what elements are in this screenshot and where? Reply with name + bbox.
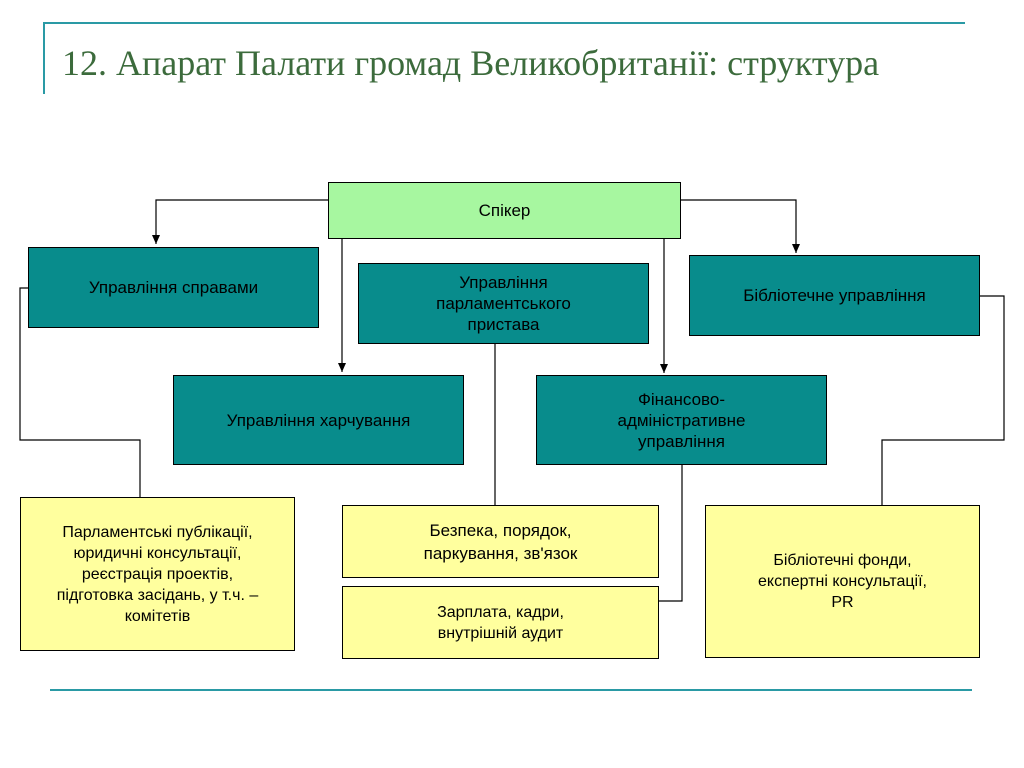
serjeant-at-arms-box: Управління парламентського пристава [358,263,649,344]
title-top-accent [43,22,965,24]
finance-admin-label: Фінансово- адміністративне управління [617,389,746,451]
publications-box: Парламентські публікації, юридичні консу… [20,497,295,651]
speaker-box: Спікер [328,182,681,239]
library-label: Бібліотечне управління [743,286,926,305]
publications-label: Парламентські публікації, юридичні консу… [56,523,259,625]
title-vertical-accent [43,22,45,94]
security-box: Безпека, порядок, паркування, зв'язок [342,505,659,578]
arrow-speaker-to-library [681,199,800,253]
line-library-to-library-funds [881,295,1005,505]
bottom-divider [50,689,972,691]
line-finance-to-salary [659,464,683,602]
office-affairs-label: Управління справами [88,278,259,297]
catering-box: Управління харчування [173,375,464,465]
serjeant-at-arms-label: Управління парламентського пристава [436,273,571,334]
library-box: Бібліотечне управління [689,255,980,336]
catering-label: Управління харчування [226,410,411,430]
library-funds-box: Бібліотечні фонди, експертні консультаці… [705,505,980,658]
finance-admin-box: Фінансово- адміністративне управління [536,375,827,465]
salary-label: Зарплата, кадри, внутрішній аудит [437,603,564,642]
library-funds-label: Бібліотечні фонди, експертні консультаці… [758,552,927,611]
security-label: Безпека, порядок, паркування, зв'язок [423,520,578,563]
speaker-label: Спікер [478,200,531,220]
line-office-affairs-to-publications [19,287,141,497]
page-title: 12. Апарат Палати громад Великобританії:… [62,43,880,83]
office-affairs-box: Управління справами [28,247,319,328]
arrow-speaker-to-office-affairs [152,199,328,244]
salary-box: Зарплата, кадри, внутрішній аудит [342,586,659,659]
